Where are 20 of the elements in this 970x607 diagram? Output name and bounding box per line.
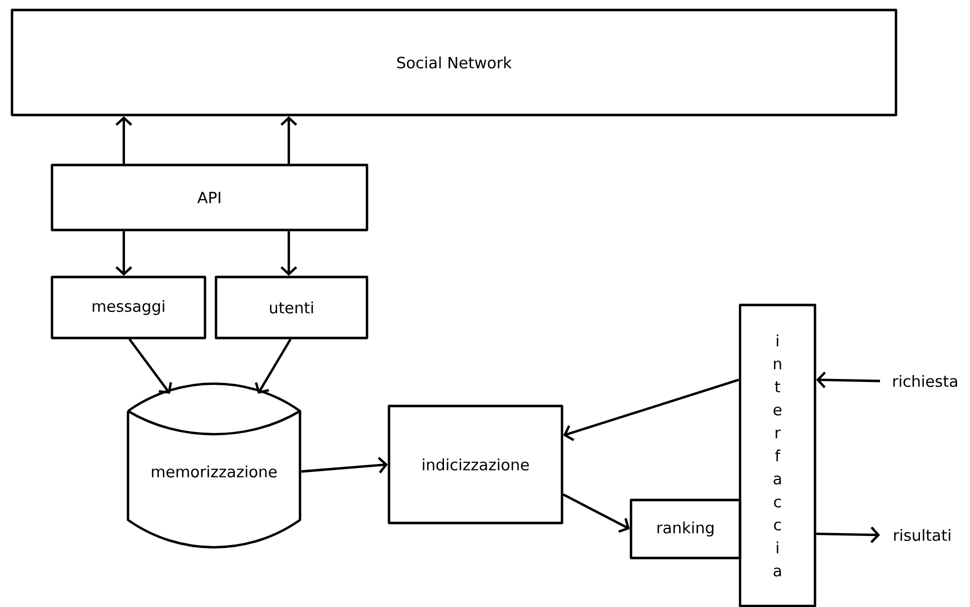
arrow bbox=[562, 493, 630, 533]
process-box: API bbox=[50, 164, 368, 232]
input-label: richiesta bbox=[893, 375, 958, 387]
interface-bar: interfaccia bbox=[738, 304, 816, 607]
arrow bbox=[280, 116, 298, 164]
arrow bbox=[563, 378, 740, 442]
arrow bbox=[116, 116, 132, 164]
arrow bbox=[128, 338, 172, 394]
arrow bbox=[816, 526, 880, 544]
arrow bbox=[115, 231, 132, 276]
arrow bbox=[301, 456, 388, 474]
arrow bbox=[280, 231, 298, 276]
process-box: utenti bbox=[214, 276, 368, 340]
process-box: indicizzazione bbox=[388, 404, 564, 524]
process-box: ranking bbox=[630, 498, 742, 560]
process-box: messaggi bbox=[50, 276, 206, 340]
arrow bbox=[254, 338, 292, 394]
arrow bbox=[816, 372, 880, 388]
banner-box: Social Network bbox=[10, 8, 898, 116]
output-label: risultati bbox=[894, 529, 950, 541]
